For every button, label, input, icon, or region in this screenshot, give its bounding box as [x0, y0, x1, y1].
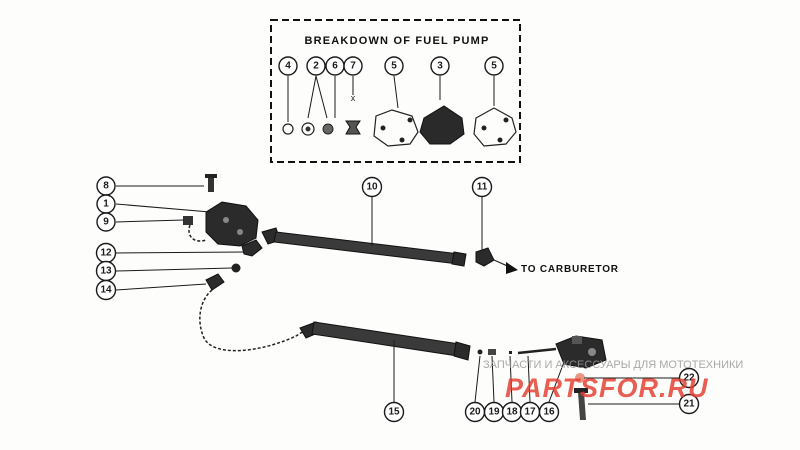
- part-17-rod: [517, 347, 557, 355]
- svg-text:14: 14: [100, 285, 112, 296]
- callout-17: 17: [519, 401, 541, 423]
- part-13-washer: [231, 263, 241, 273]
- breakdown-title: BREAKDOWN OF FUEL PUMP: [304, 35, 489, 47]
- svg-text:x: x: [351, 93, 356, 103]
- svg-text:17: 17: [524, 407, 536, 418]
- part-3-diaphragm: [419, 105, 465, 145]
- watermark-tagline: ЗАПЧАСТИ И АКСЕССУАРЫ ДЛЯ МОТОТЕХНИКИ: [483, 359, 743, 371]
- callout-22: 22: [678, 367, 700, 389]
- svg-text:3: 3: [437, 61, 443, 72]
- svg-text:2: 2: [313, 61, 319, 72]
- svg-text:20: 20: [469, 407, 481, 418]
- hose-10: TO CARBURETOR: [261, 227, 619, 275]
- callout-18: 18: [501, 401, 523, 423]
- part-18-washer: [509, 351, 512, 354]
- svg-text:18: 18: [506, 407, 518, 418]
- pump-vent-line: [188, 224, 207, 242]
- svg-text:10: 10: [366, 182, 378, 193]
- part-6-nut: [322, 123, 334, 135]
- part-19-fitting: [488, 349, 496, 355]
- callout-14: 14: [95, 279, 117, 301]
- callout-9: 9: [96, 212, 116, 232]
- callout-15: 15: [383, 401, 405, 423]
- fuel-pump-body: [205, 201, 259, 247]
- watermark: ЗАПЧАСТИ И АКСЕССУАРЫ ДЛЯ МОТОТЕХНИКИ PA…: [483, 359, 743, 403]
- callout-16: 16: [538, 401, 560, 423]
- svg-text:8: 8: [103, 181, 109, 192]
- part-14-fitting: [205, 273, 225, 291]
- callout-11: 11: [471, 176, 493, 198]
- part-5-gasket-right: [473, 107, 517, 147]
- svg-text:15: 15: [388, 407, 400, 418]
- svg-text:16: 16: [543, 407, 555, 418]
- callout-2: 2: [306, 56, 326, 76]
- callout-20: 20: [464, 401, 486, 423]
- callout-19: 19: [483, 401, 505, 423]
- svg-text:21: 21: [683, 399, 695, 410]
- callout-4: 4: [278, 56, 298, 76]
- callout-13: 13: [95, 260, 117, 282]
- part-20-ring: [477, 349, 483, 355]
- callout-12: 12: [95, 242, 117, 264]
- svg-text:7: 7: [350, 61, 356, 72]
- part-22-washer: [575, 373, 585, 383]
- callout-5-left: 5: [384, 56, 404, 76]
- part-2-washer: [301, 122, 315, 136]
- callout-3: 3: [430, 56, 450, 76]
- hose-15-body: [311, 321, 461, 357]
- callout-6: 6: [325, 56, 345, 76]
- fuel-line-dashed: [199, 289, 313, 352]
- part-4-ring: [282, 123, 294, 135]
- to-carburetor-label: TO CARBURETOR: [521, 264, 619, 275]
- svg-text:5: 5: [491, 61, 497, 72]
- part-12-elbow: [241, 239, 263, 257]
- callout-21: 21: [678, 393, 700, 415]
- callout-5-right: 5: [484, 56, 504, 76]
- part-9-fitting: [183, 216, 193, 225]
- svg-text:13: 13: [100, 266, 112, 277]
- svg-text:9: 9: [103, 217, 109, 228]
- callout-10: 10: [361, 176, 383, 198]
- fuel-pump-assembly: [183, 174, 263, 291]
- hose-10-body: [273, 231, 461, 265]
- hose-15: [199, 289, 557, 361]
- part-7-clip: [345, 120, 361, 135]
- svg-text:12: 12: [100, 248, 112, 259]
- svg-text:22: 22: [683, 373, 695, 384]
- part-5-gasket-left: [373, 109, 419, 147]
- svg-text:19: 19: [488, 407, 500, 418]
- callout-1: 1: [96, 194, 116, 214]
- svg-text:6: 6: [332, 61, 338, 72]
- svg-text:11: 11: [477, 182, 488, 193]
- svg-text:5: 5: [391, 61, 397, 72]
- part-11-fitting: [475, 247, 495, 267]
- svg-text:1: 1: [103, 199, 109, 210]
- watermark-logo: PARTSFOR.RU: [505, 373, 709, 403]
- fuel-tap-16: [555, 335, 607, 420]
- breakdown-box-border: [270, 19, 521, 163]
- part-21-bolt: [578, 392, 586, 420]
- breakdown-box: BREAKDOWN OF FUEL PUMP x 4 2 6 7 5 3 5: [270, 19, 521, 163]
- part-8-screw: [208, 176, 214, 192]
- svg-text:4: 4: [285, 61, 291, 72]
- callout-7: 7: [343, 56, 363, 76]
- callout-8: 8: [96, 176, 116, 196]
